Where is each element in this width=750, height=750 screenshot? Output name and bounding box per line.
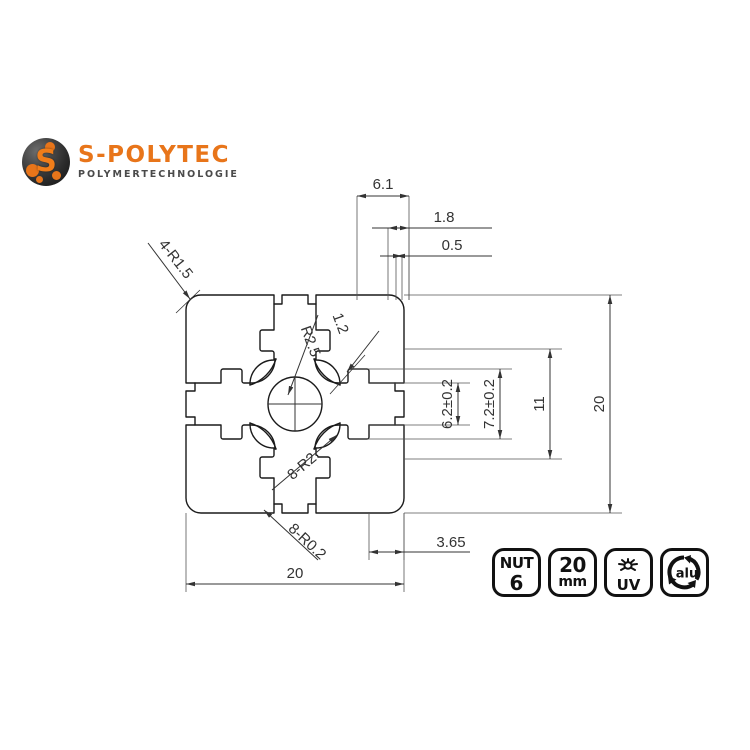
leader-8-r0-2: [263, 509, 319, 561]
leader-r2-5: [287, 314, 319, 396]
logo-main-text: S-POLYTEC: [78, 142, 231, 169]
label-20-height: 20: [591, 396, 608, 413]
badge-nut-line2: 6: [509, 571, 524, 595]
badge-uv-label: UV: [616, 576, 641, 594]
label-1-2: 1.2: [329, 311, 352, 336]
label-4-r1-5: 4-R1.5: [155, 236, 196, 282]
label-r2-5: R2.5: [297, 324, 324, 360]
logo-sub-text: POLYMERTECHNOLOGIE: [78, 169, 239, 181]
badge-20mm: 20 mm: [548, 548, 597, 597]
label-8-r0-2: 8-R0.2: [285, 520, 330, 563]
leader-8-r2: [271, 434, 338, 491]
logo-letter: S: [35, 144, 57, 179]
core-corner-arc-br: [313, 422, 341, 450]
label-3-65: 3.65: [436, 534, 465, 551]
badge-alu: alu: [660, 548, 709, 597]
label-6-2: 6.2±0.2: [439, 379, 456, 429]
core-corner-arc-tl: [249, 358, 277, 386]
badge-nut-6: NUT 6: [492, 548, 541, 597]
badge-uv: UV: [604, 548, 653, 597]
badge-nut-line1: NUT: [499, 554, 534, 572]
label-6-1: 6.1: [373, 176, 394, 193]
label-0-5: 0.5: [442, 237, 463, 254]
label-1-8: 1.8: [434, 209, 455, 226]
sun-icon: [618, 558, 638, 571]
recycle-icon: alu: [667, 555, 701, 590]
leader-1-2: [346, 330, 380, 373]
core-corner-arc-tr: [313, 358, 341, 386]
slot-cavity-top: [249, 303, 275, 386]
profile-outline: [185, 294, 405, 514]
core-corner-arc-bl: [249, 422, 277, 450]
label-8-r2: 8-R2: [284, 450, 320, 484]
slot-cavity-left: [194, 358, 277, 384]
badge-row: NUT 6 20 mm UV: [492, 548, 709, 597]
badge-alu-label: alu: [676, 567, 698, 582]
s-polytec-logo: S S-POLYTEC POLYMERTECHNOLOGIE: [22, 138, 239, 186]
label-11: 11: [531, 396, 548, 412]
logo-sphere-icon: S: [22, 138, 70, 186]
badge-mm-line2: mm: [558, 574, 587, 590]
leader-4-r1-5: [147, 242, 191, 300]
slot-cavity-bottom: [249, 422, 275, 505]
label-7-2: 7.2±0.2: [481, 379, 498, 429]
label-20-width: 20: [287, 565, 304, 582]
badge-mm-line1: 20: [559, 553, 586, 577]
